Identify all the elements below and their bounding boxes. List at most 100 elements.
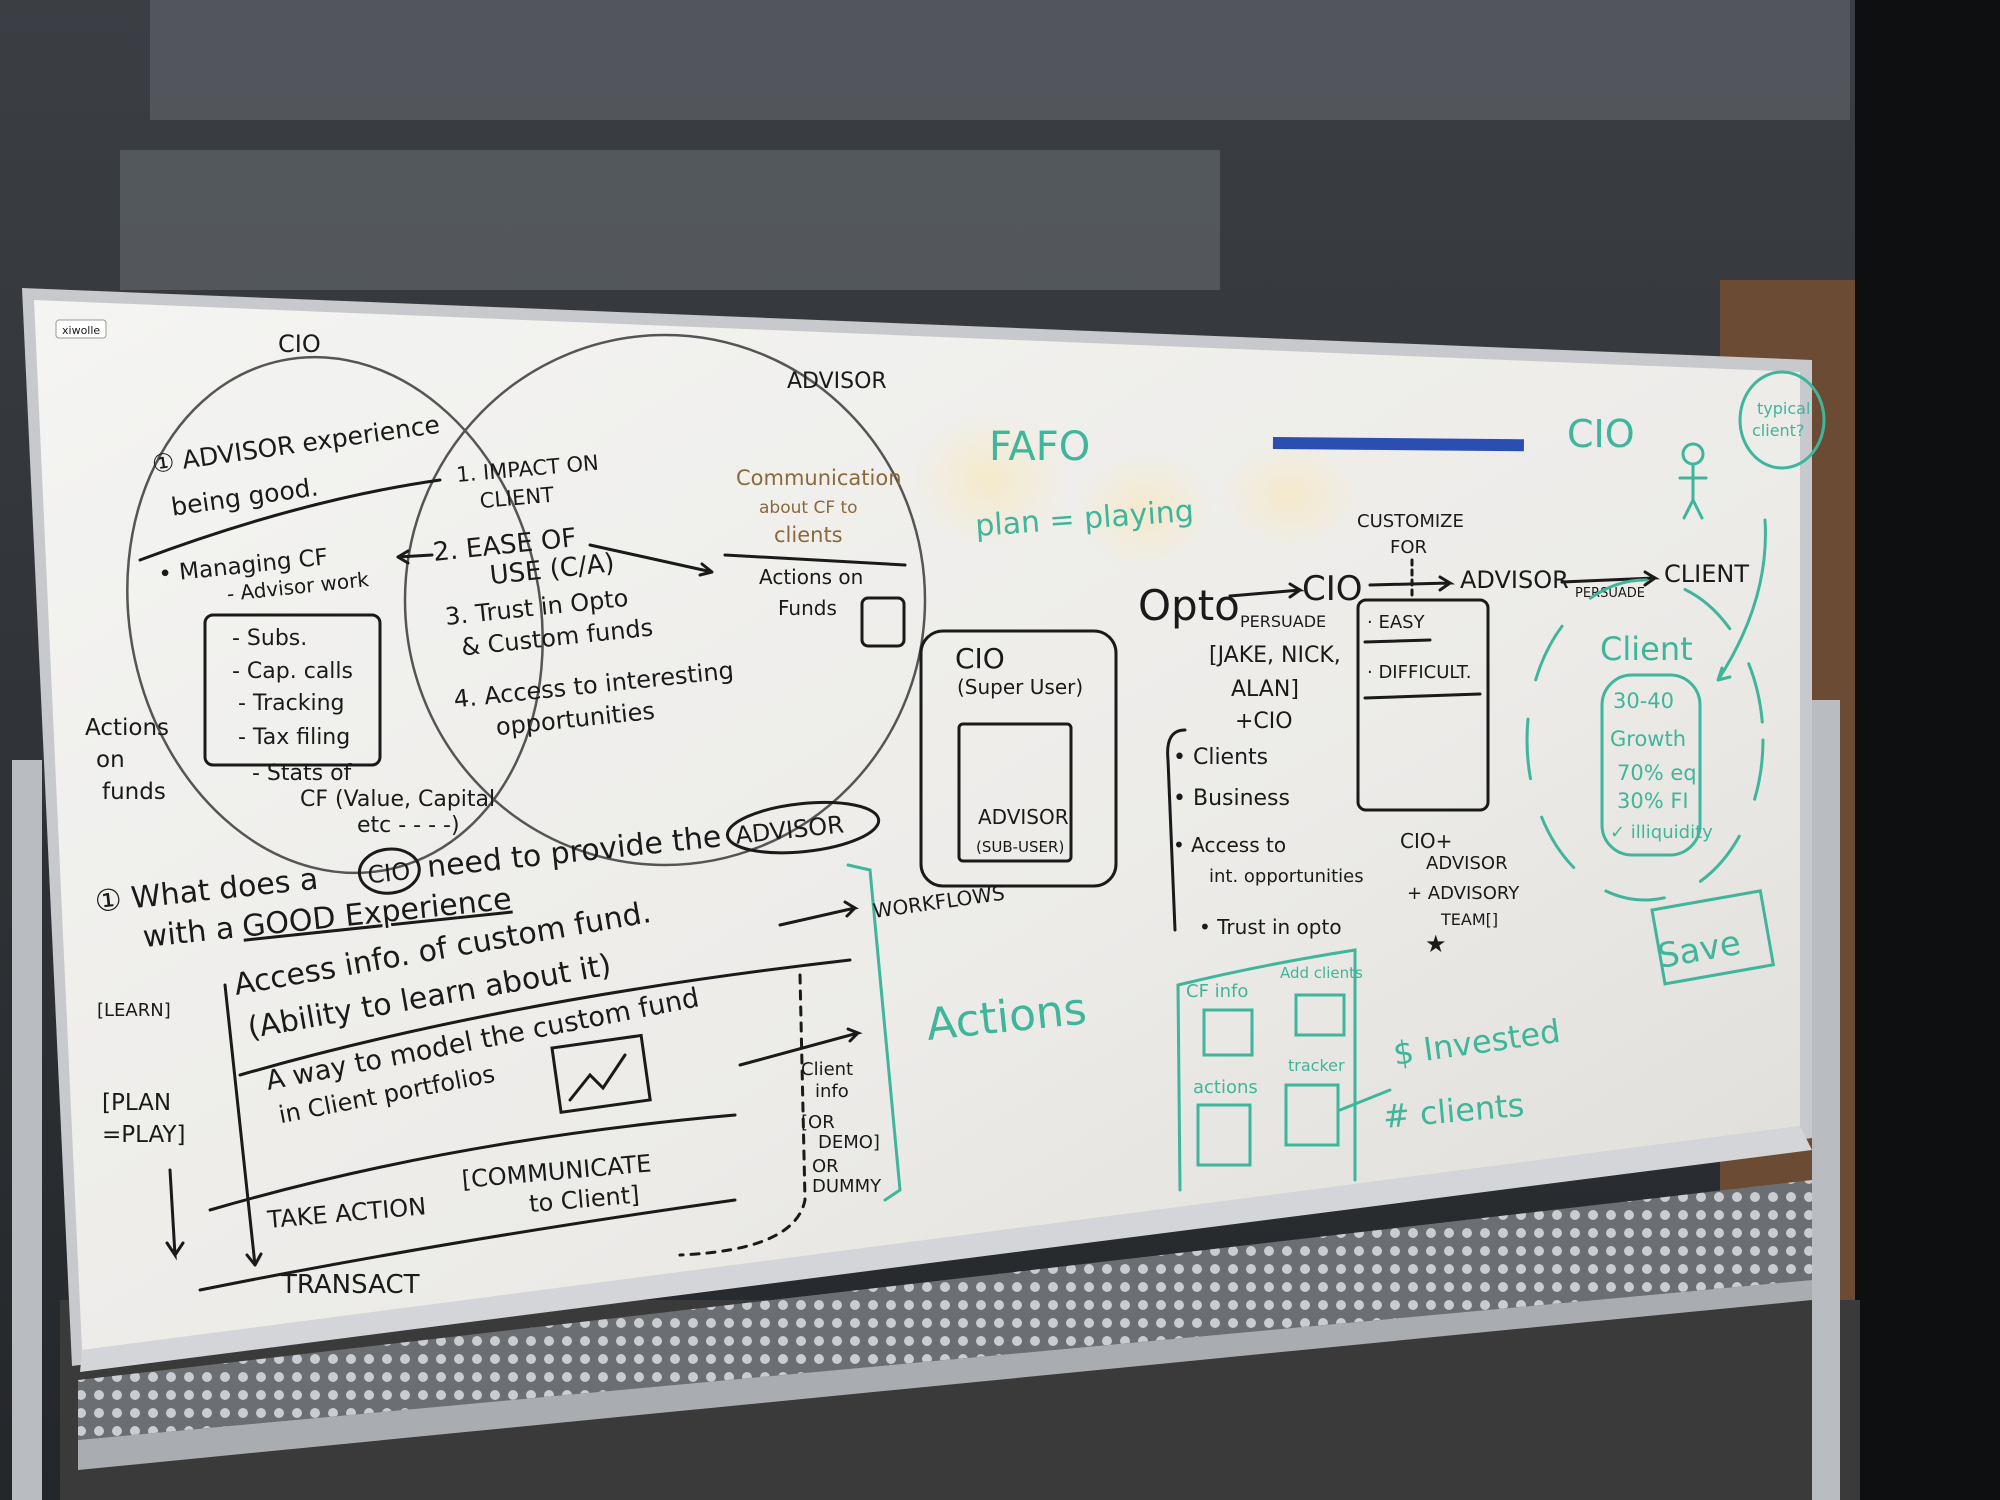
advisor-box bbox=[957, 722, 1073, 863]
client-info-text: [OR bbox=[801, 1112, 835, 1133]
arrow-to-client-card bbox=[1716, 518, 1767, 682]
venn-right-text: Communication bbox=[736, 466, 902, 490]
teal-bracket bbox=[846, 863, 902, 1202]
save-button-sketch bbox=[1650, 889, 1776, 986]
cio-circle bbox=[357, 847, 421, 895]
tile-label: actions bbox=[1193, 1077, 1258, 1098]
client-info-text: OR bbox=[812, 1156, 839, 1177]
tile-label: CF info bbox=[1186, 981, 1248, 1002]
star-icon: ★ bbox=[1425, 930, 1447, 958]
brand-logo-text: xiwolle bbox=[62, 324, 100, 337]
cio-box-title: CIO bbox=[955, 642, 1005, 675]
customize-box bbox=[1356, 598, 1490, 812]
advisor-box-subtitle: (SUB-USER) bbox=[976, 838, 1064, 856]
value-chain-flow: Opto PERSUADE CIO CUSTOMIZE FOR ADVISOR … bbox=[1138, 511, 1749, 958]
bubble-text: client? bbox=[1752, 421, 1804, 440]
tile-box bbox=[1284, 1083, 1340, 1147]
dashboard-frame bbox=[1176, 948, 1357, 1192]
cio-plus-text: ADVISOR bbox=[1426, 853, 1508, 874]
step-transact: TRANSACT bbox=[280, 1270, 420, 1300]
team-text: [JAKE, NICK, bbox=[1209, 643, 1341, 668]
divider-line bbox=[198, 1198, 737, 1292]
venn-side-text: on bbox=[96, 747, 125, 773]
team-text: ALAN] bbox=[1231, 677, 1299, 702]
flow-for: FOR bbox=[1390, 537, 1427, 558]
flow-bullet: • Trust in opto bbox=[1199, 915, 1342, 939]
client-attribute: ✓ illiquidity bbox=[1610, 822, 1713, 843]
connector-line bbox=[1338, 1088, 1392, 1112]
flow-bullet: • Access to bbox=[1173, 833, 1286, 857]
stick-figure-icon bbox=[1678, 442, 1708, 520]
arrow-cio-advisor bbox=[1368, 575, 1456, 592]
timeline-line bbox=[223, 983, 263, 1267]
step-play: =PLAY] bbox=[102, 1122, 185, 1148]
venn-left-text: CF (Value, Capital bbox=[300, 787, 495, 812]
venn-right-text: Actions on bbox=[759, 565, 863, 589]
client-info-text: DEMO] bbox=[818, 1132, 880, 1153]
divider-line bbox=[1363, 638, 1432, 644]
venn-side-text: funds bbox=[102, 779, 166, 805]
step-plan: [PLAN bbox=[102, 1090, 171, 1116]
tile-box bbox=[1196, 1103, 1252, 1167]
flow-opto: Opto bbox=[1138, 581, 1240, 630]
client-attribute: 30-40 bbox=[1613, 689, 1674, 713]
venn-side-text: Actions bbox=[85, 715, 169, 741]
flow-bullet: • Clients bbox=[1173, 745, 1268, 770]
bullets-bracket bbox=[1166, 728, 1187, 932]
venn-label-advisor: ADVISOR bbox=[787, 369, 887, 394]
flow-cio: CIO bbox=[1302, 569, 1363, 609]
divider-line bbox=[138, 478, 442, 562]
venn-left-text: - Stats of bbox=[252, 761, 353, 786]
whiteboard-surface bbox=[34, 300, 1800, 1350]
checkbox-sketch bbox=[860, 596, 906, 648]
marker-tray bbox=[80, 1126, 1812, 1372]
customize-difficult: · DIFFICULT. bbox=[1367, 662, 1472, 683]
venn-circle-cio bbox=[126, 355, 544, 875]
cio-box bbox=[919, 629, 1118, 888]
flow-client: CLIENT bbox=[1664, 560, 1749, 588]
light-glare bbox=[910, 410, 1070, 550]
arrow-to-actions bbox=[738, 1027, 863, 1067]
cio-superuser-box: CIO (Super User) ADVISOR (SUB-USER) bbox=[919, 629, 1118, 888]
advisor-box-title: ADVISOR bbox=[978, 805, 1069, 829]
venn-right-text: clients bbox=[774, 523, 843, 547]
stand-leg-right bbox=[1812, 700, 1840, 1500]
chart-sketch-line bbox=[568, 1053, 627, 1102]
brand-logo bbox=[55, 319, 107, 339]
chart-sketch bbox=[550, 1033, 652, 1115]
venn-left-text: - Cap. calls bbox=[232, 659, 353, 684]
venn-left-text: - Tracking bbox=[238, 691, 345, 716]
light-glare bbox=[1220, 440, 1360, 550]
divider-line bbox=[208, 1113, 737, 1212]
arrow-down bbox=[165, 1168, 185, 1261]
advisor-circle bbox=[725, 800, 881, 855]
client-attribute: Growth bbox=[1610, 727, 1686, 751]
team-text: +CIO bbox=[1235, 709, 1293, 734]
cio-box-subtitle: (Super User) bbox=[957, 675, 1083, 699]
divider-line bbox=[238, 958, 852, 1077]
tile-box bbox=[1202, 1008, 1254, 1057]
dashed-connector bbox=[678, 973, 807, 1257]
tile-label: tracker bbox=[1288, 1056, 1345, 1075]
client-attribute: 70% eq bbox=[1617, 761, 1697, 785]
persona-client: Client bbox=[1600, 630, 1693, 668]
cio-plus-text: TEAM[] bbox=[1440, 910, 1498, 929]
fafo-title: FAFO bbox=[989, 424, 1090, 470]
venn-right-text: about CF to bbox=[759, 498, 858, 518]
question-cio: CIO bbox=[366, 857, 411, 889]
tile-label: Add clients bbox=[1280, 964, 1363, 982]
sub-items-box bbox=[203, 613, 382, 767]
customize-easy: · EASY bbox=[1367, 612, 1426, 633]
client-attribute: 30% FI bbox=[1617, 789, 1689, 813]
duct-lower bbox=[120, 150, 1220, 290]
flow-advisor: ADVISOR bbox=[1460, 566, 1569, 594]
cio-plus-text: + ADVISORY bbox=[1407, 883, 1520, 904]
duct bbox=[150, 0, 1850, 120]
client-info-text: info bbox=[815, 1081, 849, 1102]
persona-cio: CIO bbox=[1567, 412, 1635, 456]
venn-label-cio: CIO bbox=[278, 330, 321, 358]
client-info-text: Client bbox=[801, 1059, 853, 1080]
arrow-ease-to-managing bbox=[396, 549, 434, 565]
flow-customize: CUSTOMIZE bbox=[1357, 511, 1464, 532]
